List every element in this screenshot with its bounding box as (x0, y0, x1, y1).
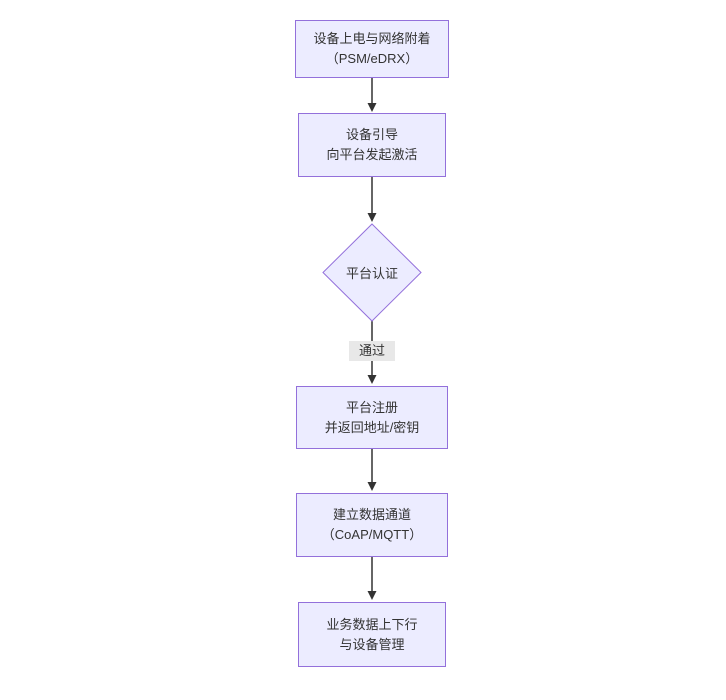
node-line: 向平台发起激活 (326, 147, 418, 162)
node-data-channel: 建立数据通道 （CoAP/MQTT） (296, 493, 448, 557)
node-business-data: 业务数据上下行 与设备管理 (298, 602, 446, 667)
node-line: 建立数据通道 (332, 507, 411, 522)
arrowhead-icon (367, 213, 377, 222)
node-line: （PSM/eDRX） (325, 51, 419, 66)
arrowhead-icon (367, 103, 377, 112)
node-line: 设备引导 (345, 127, 398, 142)
node-device-bootstrap: 设备引导 向平台发起激活 (298, 113, 446, 177)
edge-label-pass: 通过 (349, 341, 395, 361)
node-line: 并返回地址/密钥 (324, 419, 420, 435)
decision-diamond-shape (322, 223, 422, 322)
node-line: 与设备管理 (339, 636, 405, 652)
node-line: 平台注册 (345, 399, 398, 415)
arrowhead-icon (367, 375, 377, 384)
arrowhead-icon (367, 591, 377, 600)
node-platform-register: 平台注册 并返回地址/密钥 (296, 386, 448, 449)
node-device-power-attach: 设备上电与网络附着 （PSM/eDRX） (295, 20, 449, 78)
node-line: 业务数据上下行 (326, 616, 418, 632)
node-line: 设备上电与网络附着 (313, 31, 431, 46)
node-line: （CoAP/MQTT） (321, 527, 423, 542)
arrowhead-icon (367, 482, 377, 491)
